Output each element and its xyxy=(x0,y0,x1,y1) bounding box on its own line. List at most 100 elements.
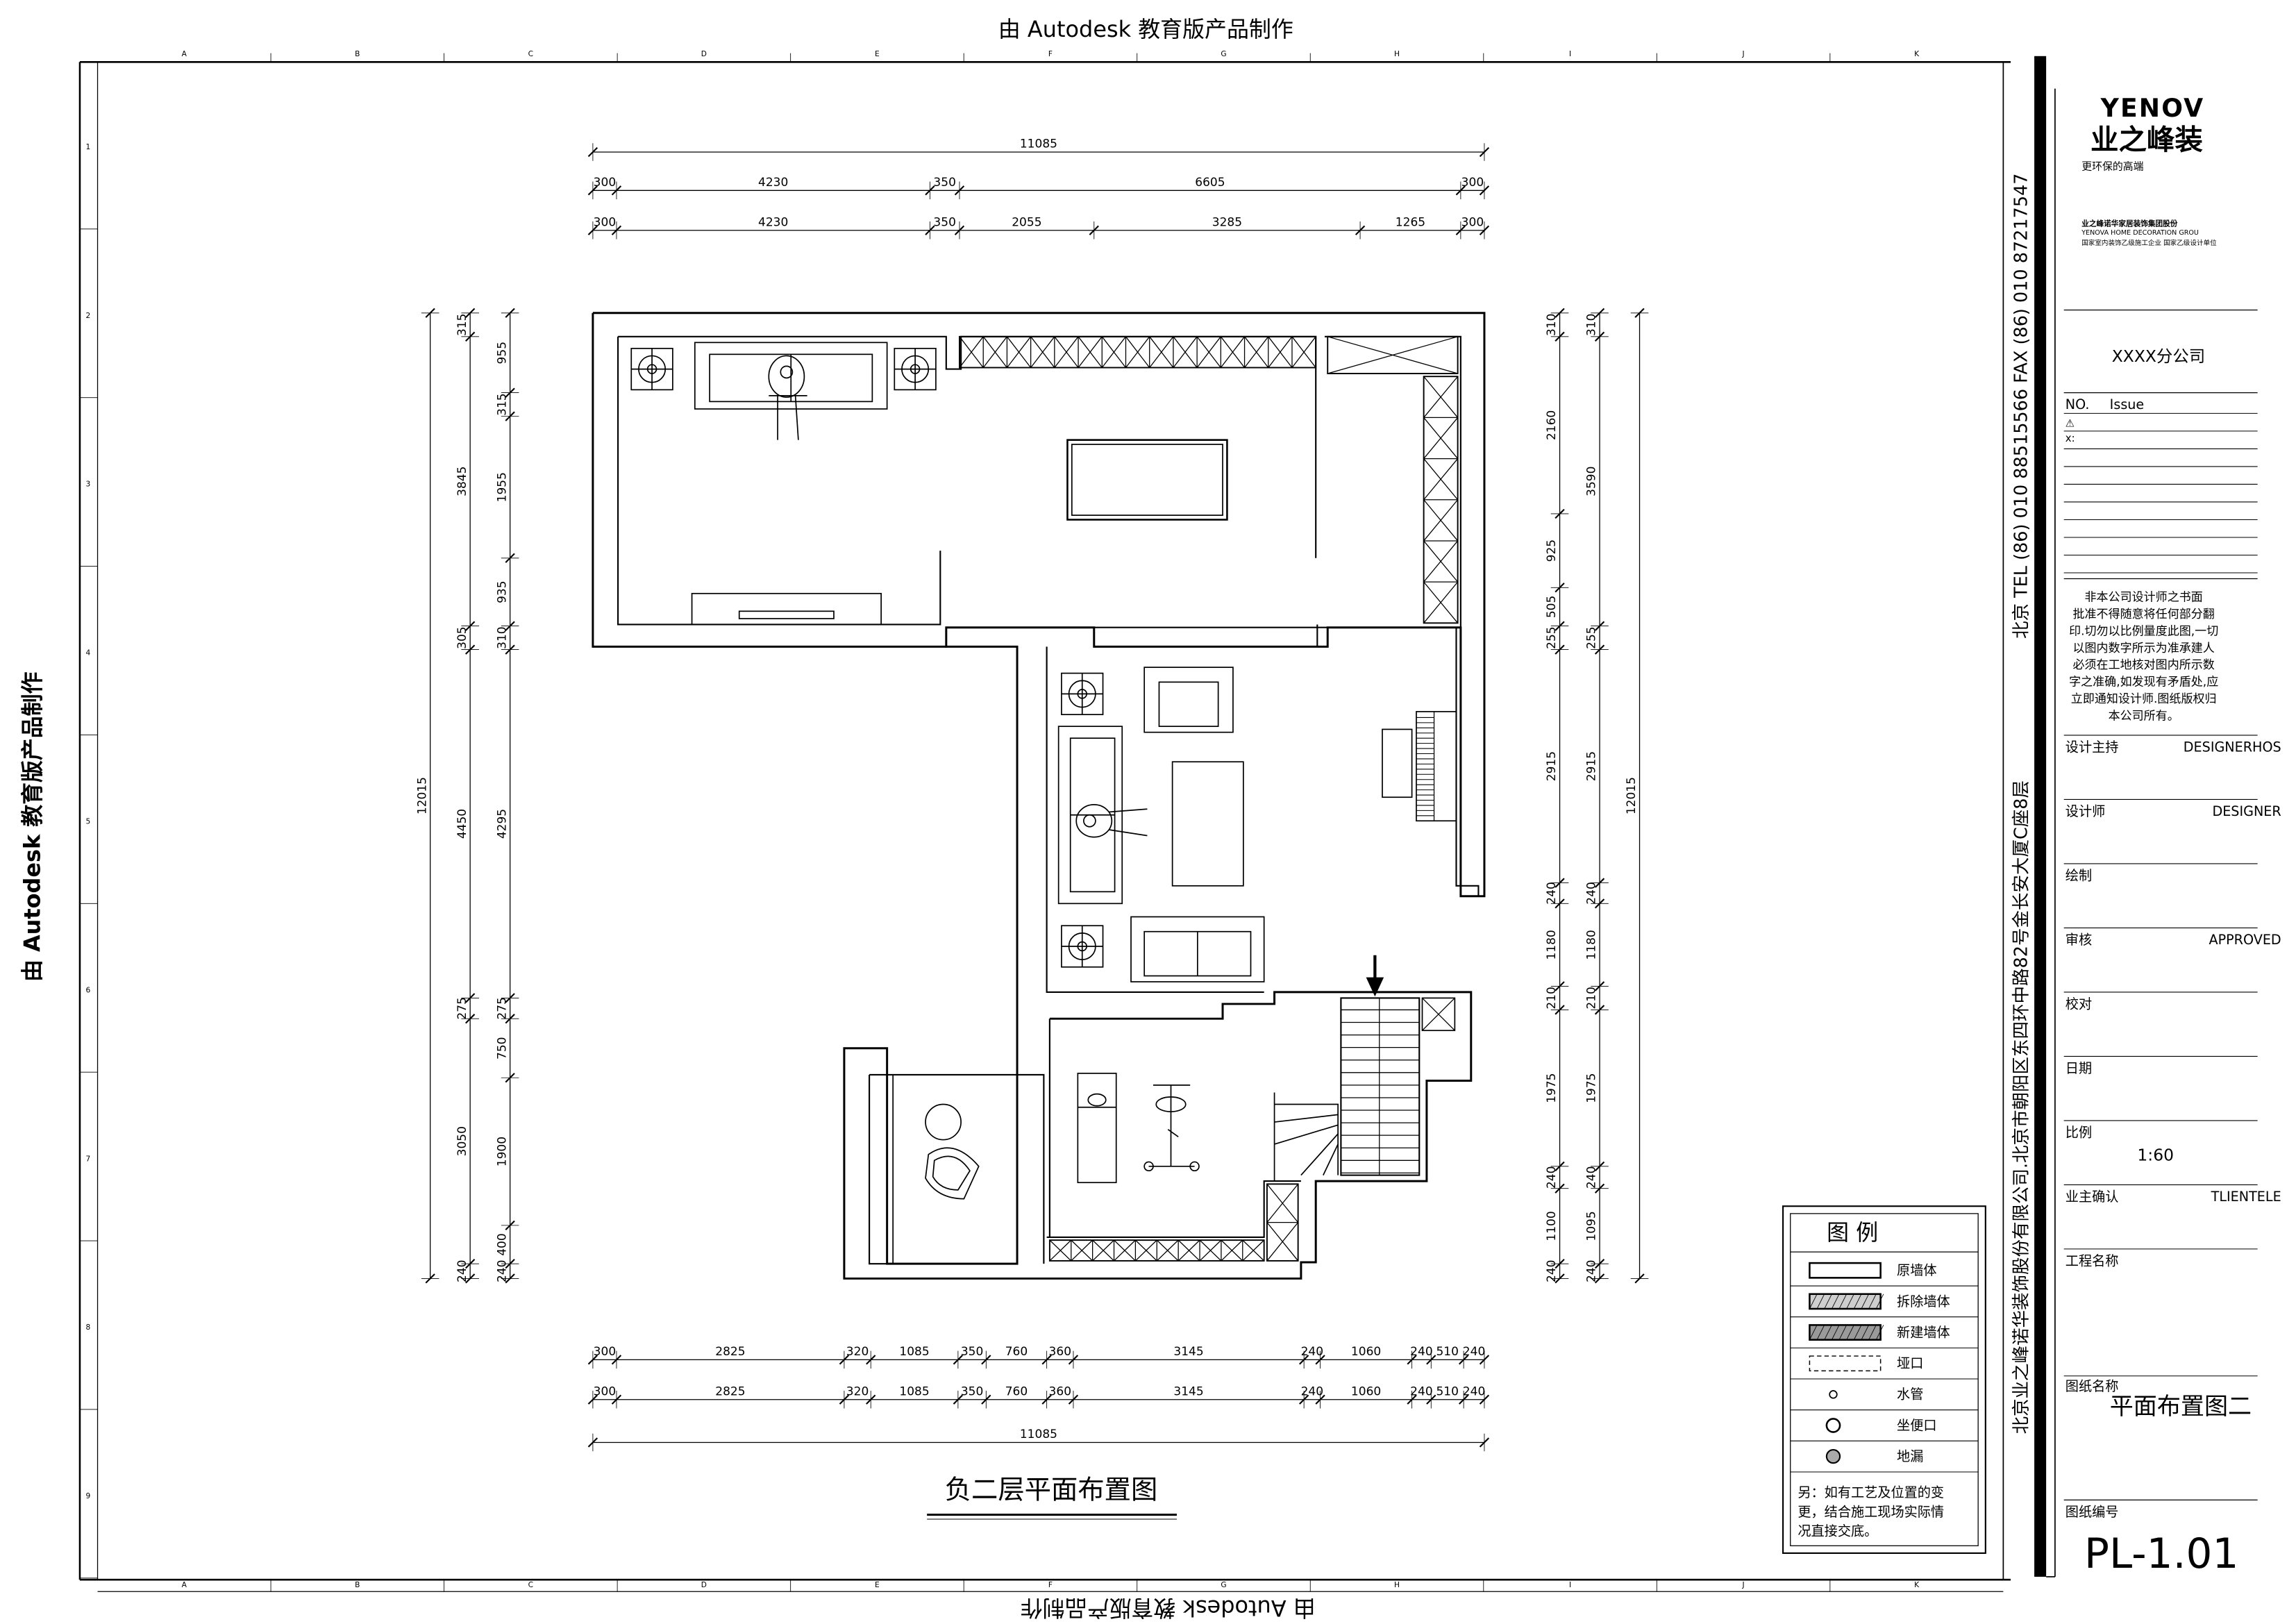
dimension-value: 1975 xyxy=(1545,1073,1559,1103)
grid-col-label: D xyxy=(701,49,707,58)
dimension-value: 350 xyxy=(961,1345,984,1359)
dimension-value: 11085 xyxy=(1020,137,1057,151)
floor-plan xyxy=(592,312,1486,1280)
field-label: 日期 xyxy=(2065,1060,2092,1076)
stair-winder xyxy=(1273,1092,1339,1182)
dimension-value: 240 xyxy=(1301,1345,1324,1359)
drawing-name-label: 图纸名称 xyxy=(2065,1378,2119,1394)
dimension-value: 300 xyxy=(594,215,617,229)
legend-symbol-demolished-wall xyxy=(1809,1293,1882,1310)
dimension-value: 505 xyxy=(1545,596,1559,618)
legend-item-label: 原墙体 xyxy=(1897,1262,1936,1278)
issue-table xyxy=(2063,412,2258,574)
grid-row-label: 6 xyxy=(86,985,91,994)
legend-symbol-new-wall xyxy=(1809,1324,1882,1341)
watermark-top: 由 Autodesk 教育版产品制作 xyxy=(998,16,1293,42)
dimension-value: 240 xyxy=(1463,1345,1486,1359)
dimension-value: 255 xyxy=(1585,626,1599,648)
dimension-value: 320 xyxy=(846,1384,869,1398)
address-company-line: 北京业之峰诺华装饰股份有限公司.北京市朝阳区东四环中路82号金长安大厦C座8层 xyxy=(2011,780,2031,1434)
grid-col-label: J xyxy=(1742,49,1745,58)
logo-en: YENOV xyxy=(2100,93,2205,123)
dimension-value: 275 xyxy=(455,997,469,1019)
dimension-value: 2915 xyxy=(1585,751,1599,781)
grid-row-label: 3 xyxy=(86,480,91,489)
dimension-value: 240 xyxy=(1585,1166,1599,1189)
grid-col-label: B xyxy=(355,1580,360,1589)
legend-item-label: 垭口 xyxy=(1897,1355,1923,1371)
grid-col-label: G xyxy=(1221,49,1226,58)
tv-cabinet xyxy=(691,592,882,626)
dimension-value: 210 xyxy=(1545,987,1559,1009)
grid-row-label: 9 xyxy=(86,1491,91,1500)
piano xyxy=(1416,711,1457,822)
dimension-value: 1085 xyxy=(899,1384,929,1398)
dimension-value: 315 xyxy=(455,314,469,336)
grid-col-label: C xyxy=(528,1580,533,1589)
legend-title: 图 例 xyxy=(1827,1219,1878,1246)
watermark-bottom: 由 Autodesk 教育版产品制作 xyxy=(1021,1595,1316,1621)
dimension-value: 315 xyxy=(495,393,509,415)
drawing-frame xyxy=(78,61,2011,1592)
disclaimer-line: 本公司所有。 xyxy=(2109,710,2179,723)
dimension-value: 760 xyxy=(1005,1345,1028,1359)
field-label: 绘制 xyxy=(2065,867,2092,883)
dimension-value: 240 xyxy=(1410,1384,1433,1398)
dimension-value: 12015 xyxy=(415,777,429,814)
issue-no-label: NO. xyxy=(2065,396,2090,412)
company-small-2: YENOVA HOME DECORATION GROU xyxy=(2081,229,2199,237)
grid-col-label: F xyxy=(1048,1580,1053,1589)
field-label: 设计主持 xyxy=(2065,739,2119,755)
field-value: DESIGNER xyxy=(2212,803,2281,819)
watermark-left: 由 Autodesk 教育版产品制作 xyxy=(19,671,45,982)
dimension-value: 3145 xyxy=(1173,1384,1203,1398)
disclaimer-line: 批准不得随意将任何部分翻 xyxy=(2072,608,2214,621)
dimension-value: 310 xyxy=(1545,314,1559,336)
dimension-value: 1180 xyxy=(1545,930,1559,960)
armchair-top xyxy=(1143,667,1234,733)
dimension-value: 1180 xyxy=(1585,930,1599,960)
coffee-table xyxy=(1171,761,1244,887)
company-small-1: 业之峰诺华家居装饰集团股份 xyxy=(2081,219,2178,228)
dimension-value: 1060 xyxy=(1351,1345,1381,1359)
dimension-value: 3285 xyxy=(1212,215,1242,229)
dimension-value: 760 xyxy=(1005,1384,1028,1398)
dimension-value: 2825 xyxy=(715,1384,745,1398)
person-figure xyxy=(768,355,807,440)
stair-arrow xyxy=(1366,955,1384,997)
legend-symbol-floor-drain xyxy=(1825,1449,1841,1464)
disclaimer-line: 字之准确,如发现有矛盾处,应 xyxy=(2069,676,2218,689)
armchair-bottom xyxy=(1130,916,1265,982)
field-value: APPROVED xyxy=(2209,932,2281,948)
grid-col-label: E xyxy=(875,49,880,58)
dimension-value: 300 xyxy=(594,176,617,190)
company-small-3: 国家室内装饰乙级施工企业 国家乙级设计单位 xyxy=(2081,239,2217,247)
disclaimer-line: 以图内数字所示为准承建人 xyxy=(2072,642,2214,655)
grid-col-label: H xyxy=(1394,49,1400,58)
grid-row-label: 4 xyxy=(86,648,91,658)
dimension-value: 400 xyxy=(495,1233,509,1255)
dimension-value: 300 xyxy=(594,1384,617,1398)
legend-note-1: 另：如有工艺及位置的变 xyxy=(1798,1484,1944,1500)
branch-name: XXXX分公司 xyxy=(2112,346,2205,366)
inner-wall xyxy=(618,335,1317,558)
dimension-value: 4230 xyxy=(758,215,788,229)
dimension-value: 240 xyxy=(1545,1260,1559,1282)
drawing-no: PL-1.01 xyxy=(2084,1530,2238,1578)
field-label: 工程名称 xyxy=(2065,1253,2119,1269)
dimension-value: 750 xyxy=(495,1037,509,1059)
dimension-value: 4295 xyxy=(495,809,509,839)
logo-cn: 业之峰装 xyxy=(2090,123,2203,156)
grid-col-label: K xyxy=(1914,1580,1920,1589)
sofa-living xyxy=(1057,726,1123,905)
legend-item-label: 新建墙体 xyxy=(1897,1324,1950,1340)
field-value: TLIENTELE xyxy=(2211,1189,2281,1205)
dimension-value: 3050 xyxy=(455,1126,469,1156)
exercise-bike xyxy=(1143,1085,1200,1172)
sofa-upper xyxy=(694,342,888,410)
sink-cabinet xyxy=(1077,1073,1117,1184)
legend-symbol-doorway xyxy=(1809,1355,1882,1372)
dimension-value: 510 xyxy=(1436,1345,1459,1359)
